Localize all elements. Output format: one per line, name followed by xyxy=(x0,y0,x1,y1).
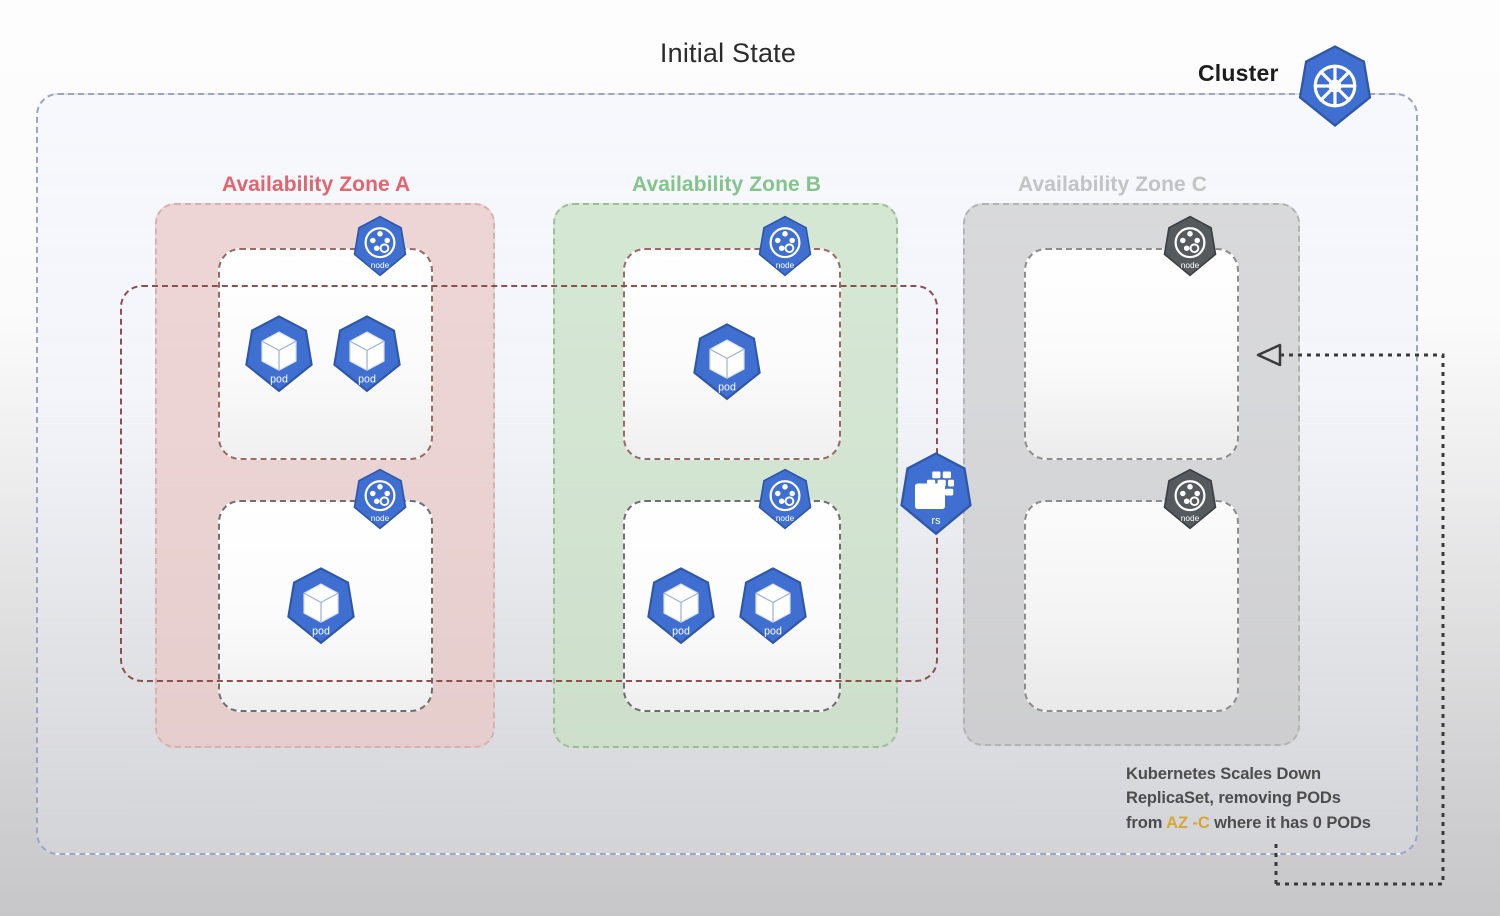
svg-text:node: node xyxy=(1181,260,1200,270)
page-title: Initial State xyxy=(659,38,797,68)
pod-icon[interactable]: pod xyxy=(691,323,763,401)
pod-icon[interactable]: pod xyxy=(645,567,717,645)
svg-text:rs: rs xyxy=(931,515,941,527)
annotation-line-3-post: where it has 0 PODs xyxy=(1209,813,1371,832)
node-icon[interactable]: node xyxy=(352,215,408,277)
replicaset-icon[interactable]: rs xyxy=(897,452,975,536)
annotation-line-3-pre: from xyxy=(1126,813,1167,832)
node-box-c1[interactable] xyxy=(1024,248,1239,460)
kubernetes-helm-icon xyxy=(1298,45,1372,127)
svg-text:pod: pod xyxy=(672,625,690,637)
svg-text:pod: pod xyxy=(270,373,288,385)
pod-icon[interactable]: pod xyxy=(737,567,809,645)
annotation-line-3: from AZ -C where it has 0 PODs xyxy=(1126,811,1426,835)
svg-text:pod: pod xyxy=(312,625,330,637)
svg-text:pod: pod xyxy=(358,373,376,385)
pod-icon[interactable]: pod xyxy=(331,315,403,393)
pod-icon[interactable]: pod xyxy=(285,567,357,645)
availability-zone-b-label: Availability Zone B xyxy=(632,173,821,196)
svg-text:node: node xyxy=(776,260,795,270)
availability-zone-c-label: Availability Zone C xyxy=(1018,173,1207,196)
node-icon[interactable]: node xyxy=(1162,468,1218,530)
node-icon[interactable]: node xyxy=(757,468,813,530)
svg-text:pod: pod xyxy=(718,381,736,393)
svg-text:node: node xyxy=(1181,513,1200,523)
svg-text:pod: pod xyxy=(764,625,782,637)
annotation-line-1: Kubernetes Scales Down xyxy=(1126,765,1321,783)
node-icon[interactable]: node xyxy=(352,468,408,530)
node-box-c2[interactable] xyxy=(1024,500,1239,712)
annotation-text: Kubernetes Scales Down ReplicaSet, remov… xyxy=(1126,762,1426,835)
annotation-line-2: ReplicaSet, removing PODs xyxy=(1126,789,1341,808)
svg-text:node: node xyxy=(371,513,390,523)
svg-text:node: node xyxy=(776,513,795,523)
cluster-label: Cluster xyxy=(1198,60,1279,86)
pod-icon[interactable]: pod xyxy=(243,315,315,393)
annotation-az-highlight: AZ -C xyxy=(1166,813,1210,832)
node-icon[interactable]: node xyxy=(757,215,813,277)
node-icon[interactable]: node xyxy=(1162,215,1218,277)
availability-zone-a-label: Availability Zone A xyxy=(222,173,411,196)
svg-text:node: node xyxy=(371,260,390,270)
